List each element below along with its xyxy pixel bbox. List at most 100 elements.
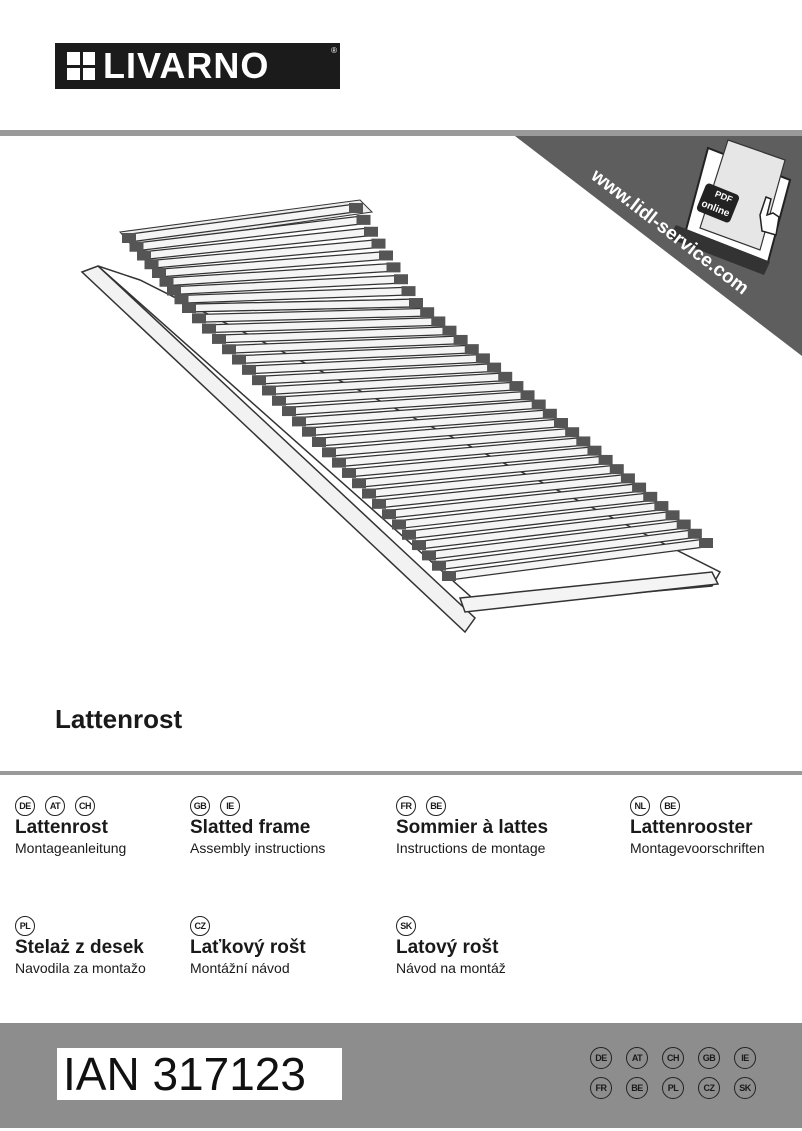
language-subtitle: Montážní návod <box>190 960 290 976</box>
slat-holder <box>262 385 276 396</box>
slat-holder <box>392 519 406 530</box>
frame-outline <box>97 265 722 609</box>
slat-holder <box>379 250 393 261</box>
slat-holder <box>129 241 144 252</box>
language-title: Stelaż z desek <box>15 937 144 958</box>
country-badge: FR <box>590 1077 612 1099</box>
slat-holder <box>137 250 151 261</box>
slat-face <box>246 355 486 374</box>
country-badge: AT <box>45 796 65 816</box>
slat-holder <box>386 262 401 273</box>
slat-holder <box>665 510 680 521</box>
slat-holder <box>487 362 502 373</box>
slat-holder <box>422 550 436 561</box>
brand-name: LIVARNO <box>103 45 270 86</box>
slat-holder <box>182 303 196 313</box>
slat-holder <box>282 406 296 417</box>
country-codes: CZ <box>190 916 306 936</box>
laptop-pdf-icon: PDF online <box>668 139 792 275</box>
slat-holder <box>542 408 557 419</box>
country-badge: SK <box>396 916 416 936</box>
slat-holder <box>531 399 546 410</box>
slat-holder <box>464 344 479 355</box>
slat-holder <box>272 395 286 406</box>
slat-holder <box>643 491 658 502</box>
slat-holder <box>382 509 396 520</box>
slatted-frame-illustration <box>80 199 722 634</box>
slat-face <box>366 465 620 497</box>
language-subtitle: Montageanleitung <box>15 840 127 856</box>
country-badge: BE <box>660 796 680 816</box>
slat-face <box>316 419 564 446</box>
slat-holder <box>442 571 456 581</box>
slat-face <box>346 447 597 477</box>
slat-holder <box>242 364 256 375</box>
slat-holder <box>322 447 336 458</box>
slat-face <box>134 216 366 250</box>
slat-face <box>156 252 389 277</box>
slat-face <box>226 336 463 353</box>
country-badge: IE <box>734 1047 756 1069</box>
lidl-service-banner: PDF online www.lidl-service.com <box>515 136 802 356</box>
language-subtitle: Assembly instructions <box>190 840 326 856</box>
slat-holder <box>565 427 580 438</box>
slat-holder <box>431 316 446 327</box>
language-title: Lattenrooster <box>630 817 753 838</box>
slat-holder <box>699 538 713 548</box>
slat-face <box>406 502 664 539</box>
slat-holder <box>453 334 468 345</box>
slat-face <box>396 493 653 528</box>
country-badge: CZ <box>698 1077 720 1099</box>
slat-holder <box>432 560 446 571</box>
slat-face <box>256 364 497 384</box>
country-badge: BE <box>426 796 446 816</box>
slat-holder <box>587 445 602 456</box>
slat-face <box>126 204 359 242</box>
slat-holder <box>342 467 356 478</box>
country-badge: GB <box>190 796 210 816</box>
left-rail <box>80 265 476 634</box>
language-title: Sommier à lattes <box>396 817 549 838</box>
language-title: Slatted frame <box>190 817 311 838</box>
slat-holder <box>371 238 386 249</box>
slat-holder <box>402 529 416 540</box>
slat-holder <box>554 418 568 428</box>
mid-divider <box>0 771 802 775</box>
slat-holder <box>174 294 189 305</box>
country-badge: AT <box>626 1047 648 1069</box>
slat-holder <box>509 381 524 392</box>
slat-holder <box>598 454 613 465</box>
slat-holder <box>498 371 513 382</box>
registered-mark: ® <box>331 46 337 55</box>
slat-face <box>436 530 698 569</box>
slat-holder <box>192 313 206 324</box>
country-badge: SK <box>734 1077 756 1099</box>
country-badge: NL <box>630 796 650 816</box>
country-badge: DE <box>590 1047 612 1069</box>
language-subtitle: Montagevoorschriften <box>630 840 765 856</box>
country-badge: BE <box>626 1077 648 1099</box>
language-title: Lattenrost <box>15 817 108 838</box>
slat-face <box>186 299 419 312</box>
slat-holder <box>356 214 371 225</box>
language-subtitle: Instructions de montage <box>396 840 546 856</box>
slat-holder <box>654 501 669 512</box>
slat-holder <box>520 390 535 401</box>
slat-holder <box>292 416 306 427</box>
country-badge: CZ <box>190 916 210 936</box>
country-codes: NL BE <box>630 796 765 816</box>
slat-holder <box>401 286 416 297</box>
country-badge: PL <box>15 916 35 936</box>
country-codes: GB IE <box>190 796 325 816</box>
country-codes: SK <box>396 916 506 936</box>
country-badge: IE <box>220 796 240 816</box>
